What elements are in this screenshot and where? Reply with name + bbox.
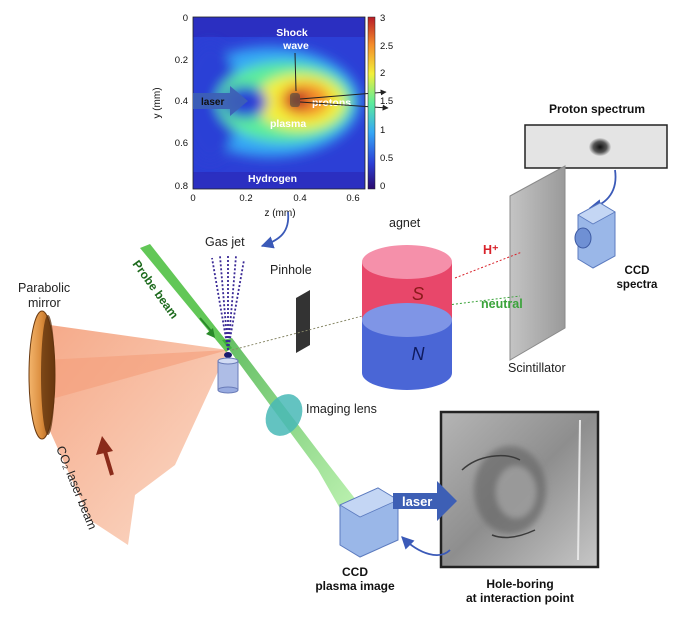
y-tick-3: 0.6 [175,138,188,149]
scintillator-label: Scintillator [508,361,566,375]
heatmap-panel: laser Shock wave protons plasma Hydrogen… [152,13,393,219]
cb-tick-4: 1 [380,125,385,136]
y-tick-1: 0.2 [175,55,188,66]
proton-spectrum-panel: Proton spectrum [524,102,668,169]
colorbar [367,16,376,190]
h-plus-label: H⁺ [483,243,499,257]
hole-boring-panel [439,410,600,569]
cb-tick-1: 2.5 [380,41,393,52]
x-tick-2: 0.4 [293,193,306,204]
magnet-north: N [362,303,452,390]
gas-jet-label: Gas jet [205,235,245,249]
ccd-spectra-label-2: spectra [617,279,659,291]
pinhole-label: Pinhole [270,263,312,277]
gas-nozzle [217,357,239,394]
proton-spectrum-title: Proton spectrum [549,102,645,116]
y-tick-4: 0.8 [175,181,188,192]
heatmap-label-plasma: plasma [270,118,306,130]
x-tick-0: 0 [190,193,195,204]
x-tick-1: 0.2 [239,193,252,204]
heatmap-image [193,17,365,189]
imaging-lens-label: Imaging lens [306,402,377,416]
y-tick-2: 0.4 [175,96,188,107]
x-tick-3: 0.6 [346,193,359,204]
ccd-plasma-camera [339,487,399,558]
heatmap-label-laser: laser [201,97,224,108]
parabolic-label-2: mirror [28,296,61,310]
neutral-label: neutral [481,297,523,311]
heatmap-label-hydrogen: Hydrogen [248,173,297,185]
ccd-spectra-camera [574,202,616,269]
heatmap-label-shock: Shock [276,27,308,39]
magnet-n-label: N [412,344,426,364]
ccd-spectra-label-1: CCD [625,265,650,277]
cb-tick-6: 0 [380,181,385,192]
heatmap-laser-arrow [193,86,248,116]
heatmap-y-label: y (mm) [152,87,163,118]
scintillator [509,165,566,361]
heatmap-x-label: z (mm) [264,208,295,219]
cb-tick-3: 1.5 [380,96,393,107]
ccd-plasma-label-1: CCD [342,565,368,579]
magnet-label: agnet [389,216,421,230]
imaging-lens [265,394,303,436]
laser-tag-arrow [393,481,457,521]
magnet-s-label: S [412,284,424,304]
cb-tick-2: 2 [380,68,385,79]
laser-tag-label: laser [402,494,432,509]
cb-tick-5: 0.5 [380,153,393,164]
hole-boring-label-2: at interaction point [466,591,574,605]
heatmap-label-wave: wave [282,40,309,52]
parabolic-label-1: Parabolic [18,281,70,295]
heatmap-label-protons: protons [312,97,351,109]
probe-beam-label: Probe beam [130,258,182,322]
proton-spot [589,138,611,156]
gas-jet [211,254,245,351]
probe-beam-in [140,244,232,352]
pinhole [296,290,310,353]
y-tick-0: 0 [183,13,188,24]
cb-tick-0: 3 [380,13,385,24]
hole-boring-label-1: Hole-boring [486,577,553,591]
ccd-plasma-label-2: plasma image [315,579,395,593]
